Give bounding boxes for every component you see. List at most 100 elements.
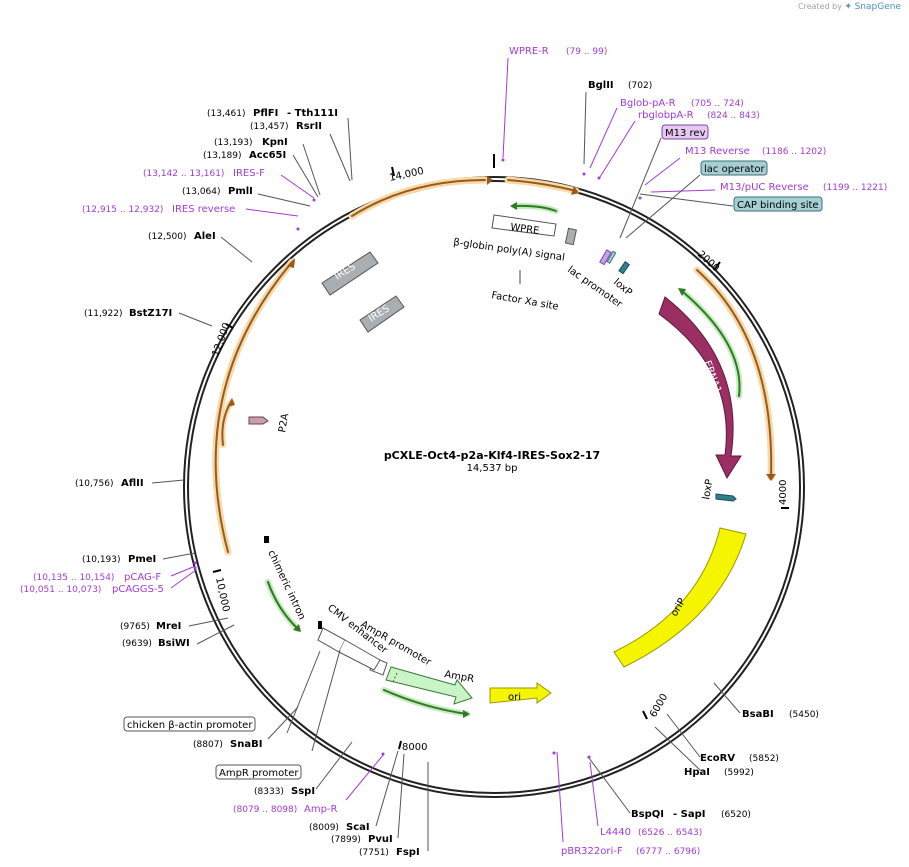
enzyme-name: EcoRV xyxy=(700,753,735,764)
tick-label: 14,000 xyxy=(388,166,425,184)
cap-binding-site-label: CAP binding site xyxy=(737,200,819,211)
enzyme-name: BsiWI xyxy=(158,638,190,649)
orip-feature xyxy=(613,527,747,668)
boxed-labels: M13 rev lac operator CAP binding site ch… xyxy=(123,124,823,780)
primer-name: Bglob-pA-R xyxy=(620,98,676,109)
factor-xa-label: Factor Xa site xyxy=(490,290,559,313)
enzyme-name: FspI xyxy=(396,847,420,858)
enzyme-name: BspQI xyxy=(631,809,664,820)
ebna1-feature xyxy=(658,296,742,480)
enzyme-name: Acc65I xyxy=(249,150,286,161)
plasmid-length: 14,537 bp xyxy=(467,463,518,474)
watermark-text: Created by xyxy=(797,2,842,11)
green-arcs xyxy=(265,202,743,717)
enzyme-name: KpnI xyxy=(262,137,288,148)
primer-name: L4440 xyxy=(600,827,631,838)
wpre-feature xyxy=(491,214,557,237)
primer-range: (8079 .. 8098) xyxy=(233,805,297,815)
enzyme-name: - SapI xyxy=(673,809,705,820)
snapgene-watermark: Created by ✦ SnapGene xyxy=(798,2,901,12)
enzyme-pos: (5852) xyxy=(749,754,779,764)
enzyme-labels: BglII (702) (13,461) PflFI - Tth111I (13… xyxy=(75,80,819,858)
enzyme-name: SnaBI xyxy=(230,739,262,750)
tick-label: 8000 xyxy=(402,742,427,753)
enzyme-pos: (8333) xyxy=(254,787,284,797)
primer-name: pCAG-F xyxy=(124,572,161,583)
tick-label: 12,000 xyxy=(210,321,232,358)
orf-arcs xyxy=(212,176,775,556)
snapgene-logo-icon: ✦ xyxy=(844,2,853,12)
enzyme-name: BstZ17I xyxy=(129,308,172,319)
p2a-label: P2A xyxy=(277,413,291,434)
enzyme-pos: (13,064) xyxy=(182,187,221,197)
enzyme-name: AleI xyxy=(194,231,216,242)
enzyme-name: PmeI xyxy=(128,554,156,565)
primer-name: M13/pUC Reverse xyxy=(720,182,809,193)
primer-labels: WPRE-R (79 .. 99) Bglob-pA-R (705 .. 724… xyxy=(20,46,887,857)
ampr-promoter-label: AmpR promoter xyxy=(219,768,299,779)
primer-range: (1186 .. 1202) xyxy=(762,147,826,157)
plasmid-name: pCXLE-Oct4-p2a-Klf4-IRES-Sox2-17 xyxy=(384,449,600,462)
primer-range: (6526 .. 6543) xyxy=(638,828,702,838)
chicken-beta-actin-promoter-label: chicken β-actin promoter xyxy=(127,720,253,731)
loxp-right-label: loxP xyxy=(701,478,715,500)
enzyme-pos: (13,189) xyxy=(203,151,242,161)
loxp-right-feature xyxy=(715,493,737,502)
primer-range: (6777 .. 6796) xyxy=(636,847,700,857)
primer-range: (12,915 .. 12,932) xyxy=(82,205,163,215)
primer-range: (10,135 .. 10,154) xyxy=(33,573,114,583)
tick-label: 4000 xyxy=(778,480,789,505)
primer-name: Amp-R xyxy=(304,804,338,815)
beta-globin-polya-label: β-globin poly(A) signal xyxy=(453,237,566,264)
backbone xyxy=(183,176,805,798)
primer-name: IRES-F xyxy=(233,168,265,179)
enzyme-pos: (8807) xyxy=(193,740,223,750)
enzyme-pos: (13,461) xyxy=(207,109,246,119)
primer-range: (1199 .. 1221) xyxy=(823,183,887,193)
primer-name: IRES reverse xyxy=(172,204,235,215)
enzyme-pos: (10,756) xyxy=(75,479,114,489)
ires-feature-2: IRES xyxy=(359,295,405,333)
enzyme-pos: (6520) xyxy=(721,810,751,820)
ires-feature-1: IRES xyxy=(321,251,379,296)
enzyme-name: BglII xyxy=(588,80,614,91)
enzyme-pos: (13,193) xyxy=(214,138,253,148)
enzyme-name: BsaBI xyxy=(742,709,774,720)
enzyme-name: MreI xyxy=(156,621,181,632)
enzyme-name: PflFI xyxy=(253,108,278,119)
primer-range: (10,051 .. 10,073) xyxy=(20,585,101,595)
primer-name: WPRE-R xyxy=(509,46,549,57)
tick-label: 10,000 xyxy=(213,576,231,613)
enzyme-name: RsrII xyxy=(296,121,322,132)
primer-range: (824 .. 843) xyxy=(707,111,760,121)
primer-name: pBR322ori-F xyxy=(561,846,623,857)
ori-feature xyxy=(489,682,552,704)
primer-name: pCAGGS-5 xyxy=(112,584,164,595)
enzyme-pos: (12,500) xyxy=(148,232,187,242)
primer-range: (13,142 .. 13,161) xyxy=(143,169,224,179)
enzyme-name: PmlI xyxy=(228,186,253,197)
primer-range: (705 .. 724) xyxy=(691,99,744,109)
enzyme-name: AflII xyxy=(121,478,144,489)
enzyme-pos: (7751) xyxy=(359,848,389,858)
enzyme-name: PvuI xyxy=(368,834,393,845)
enzyme-pos: (11,922) xyxy=(84,309,123,319)
enzyme-pos: (10,193) xyxy=(82,555,121,565)
enzyme-pos: (5992) xyxy=(724,768,754,778)
enzyme-pos: (8009) xyxy=(309,823,339,833)
enzyme-pos: (9765) xyxy=(120,622,150,632)
ampr-feature xyxy=(385,666,473,705)
enzyme-pos: (7899) xyxy=(331,835,361,845)
wpre-label: WPRE xyxy=(510,222,540,237)
primer-leader-lines xyxy=(170,57,716,843)
enzyme-name: ScaI xyxy=(346,822,370,833)
m13-rev-label: M13 rev xyxy=(665,128,706,139)
primer-range: (79 .. 99) xyxy=(566,47,607,57)
enzyme-pos: (13,457) xyxy=(250,122,289,132)
enzyme-name: HpaI xyxy=(684,767,710,778)
enzyme-pos: (702) xyxy=(628,81,652,91)
primer-name: rbglobpA-R xyxy=(638,110,694,121)
tick-label: 6000 xyxy=(648,692,670,720)
p2a-feature xyxy=(248,416,269,425)
enzyme-pos: (5450) xyxy=(789,710,819,720)
